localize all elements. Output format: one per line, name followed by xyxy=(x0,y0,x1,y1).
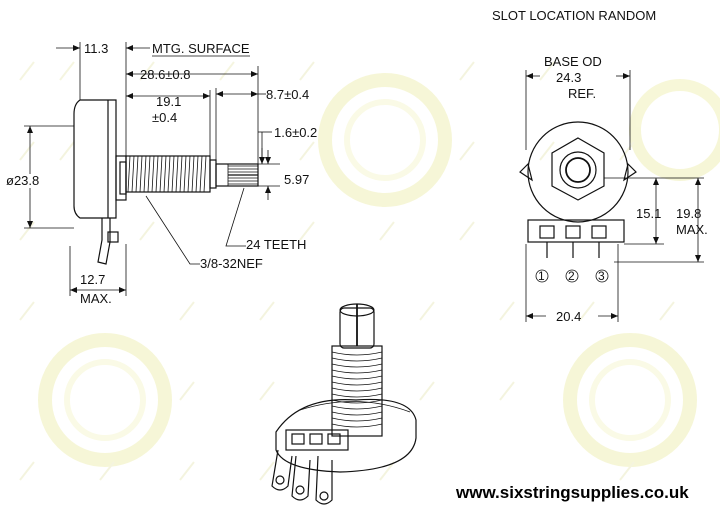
side-view: 11.3 MTG. SURFACE 28.6±0.8 19.1 ±0.4 8.7… xyxy=(6,41,317,306)
base-circle xyxy=(527,121,629,223)
iso-bushing xyxy=(331,345,383,437)
terminal-lug xyxy=(97,218,111,265)
terminal-2-marker xyxy=(565,269,579,283)
watermark-seal-2 xyxy=(38,333,172,467)
terminal-1-label: 1 xyxy=(538,269,545,283)
mtg-surface-label: MTG. SURFACE xyxy=(152,41,250,56)
terminal-1-marker xyxy=(535,269,549,283)
dim-19-1: 19.1 xyxy=(156,94,181,109)
dim-5-97: 5.97 xyxy=(284,172,309,187)
ref-label: REF. xyxy=(568,86,596,101)
thread-label: 3/8-32NEF xyxy=(200,256,263,271)
dim-20-4: 20.4 xyxy=(556,309,581,324)
dim-12-7: 12.7 xyxy=(80,272,105,287)
dim-19-1-tol: ±0.4 xyxy=(152,110,177,125)
dim-19-8: 19.8 xyxy=(676,206,701,221)
thread-lines xyxy=(127,155,207,193)
watermark-guitar-glyphs xyxy=(19,61,675,481)
housing-outline xyxy=(73,99,117,219)
terminal-2-label: 2 xyxy=(568,269,575,283)
dim-11-3: 11.3 xyxy=(84,41,108,56)
slot-location-label: SLOT LOCATION RANDOM xyxy=(492,8,656,23)
watermark-seal-4 xyxy=(629,79,720,181)
base-od-value: 24.3 xyxy=(556,70,581,85)
max-left-label: MAX. xyxy=(80,291,112,306)
watermark-seal-1 xyxy=(318,73,452,207)
dim-28-6: 28.6±0.8 xyxy=(140,67,191,82)
dim-8-7: 8.7±0.4 xyxy=(266,87,309,102)
iso-base xyxy=(275,398,417,473)
terminal-3-label: 3 xyxy=(598,269,605,283)
teeth-label: 24 TEETH xyxy=(246,237,306,252)
base-od-label: BASE OD xyxy=(544,54,602,69)
mounting-flange xyxy=(115,155,127,201)
shaft-end xyxy=(565,157,591,183)
hex-nut xyxy=(551,137,605,201)
watermark-seal-3 xyxy=(563,333,697,467)
watermark-layer xyxy=(19,61,720,481)
dim-23-8: ø23.8 xyxy=(6,173,39,188)
terminal-block xyxy=(527,219,625,243)
front-view: SLOT LOCATION RANDOM BASE OD 24.3 REF. 1… xyxy=(492,8,708,324)
max-right-label: MAX. xyxy=(676,222,708,237)
dim-1-6: 1.6±0.2 xyxy=(274,125,317,140)
website-url: www.sixstringsupplies.co.uk xyxy=(455,483,689,502)
dim-15-1: 15.1 xyxy=(636,206,661,221)
isometric-view xyxy=(271,303,417,505)
terminal-3-marker xyxy=(595,269,609,283)
